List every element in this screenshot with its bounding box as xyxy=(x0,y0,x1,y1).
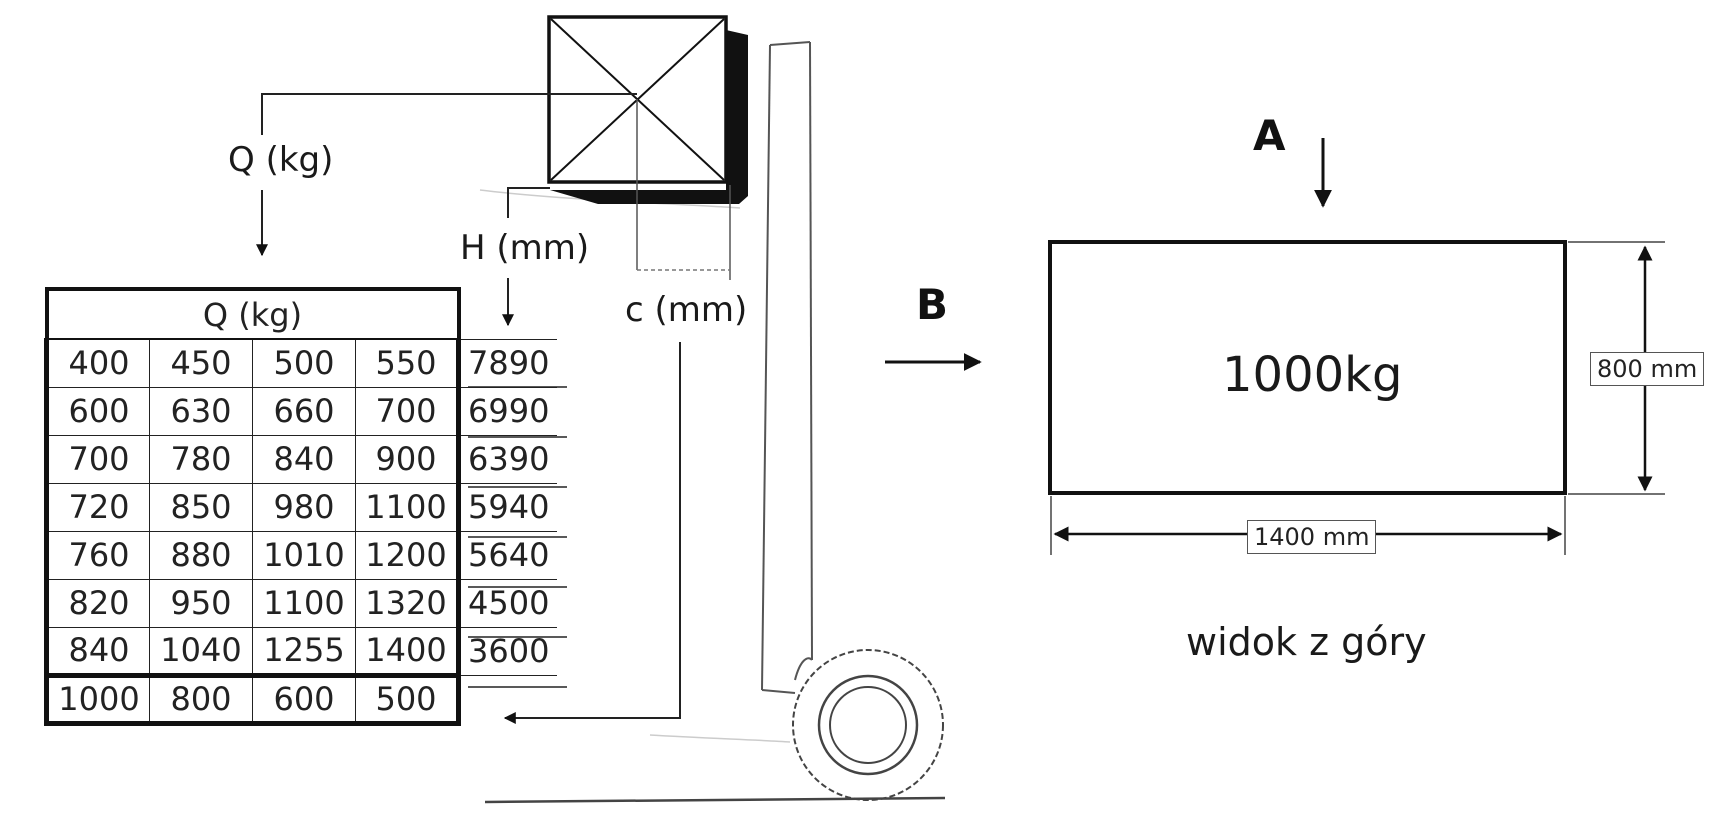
h-cell: 7890 xyxy=(458,338,557,388)
q-cell: 630 xyxy=(149,386,253,436)
q-cell: 450 xyxy=(149,338,253,388)
h-cell: 4500 xyxy=(458,578,557,628)
q-cell: 760 xyxy=(44,530,150,580)
q-cell: 720 xyxy=(44,482,150,532)
q-cell: 550 xyxy=(355,338,461,388)
q-cell: 1040 xyxy=(149,626,253,676)
c-leader xyxy=(503,342,681,724)
q-cell: 400 xyxy=(44,338,150,388)
q-cell: 820 xyxy=(44,578,150,628)
q-cell: 1100 xyxy=(355,482,461,532)
load-mass-label: 1000kg xyxy=(1222,347,1403,403)
c-dimension xyxy=(637,185,731,280)
h-cell: 6390 xyxy=(458,434,557,484)
view-b-label: B xyxy=(916,280,949,329)
q-cell: 1010 xyxy=(252,530,356,580)
h-label: H (mm) xyxy=(460,228,590,268)
load-box xyxy=(547,15,748,270)
q-cell: 850 xyxy=(149,482,253,532)
c-cell: 1000 xyxy=(44,672,150,726)
q-cell: 1200 xyxy=(355,530,461,580)
length-dimension-label: 1400 mm xyxy=(1247,520,1377,554)
q-cell: 660 xyxy=(252,386,356,436)
q-cell: 1320 xyxy=(355,578,461,628)
q-cell: 780 xyxy=(149,434,253,484)
q-leader xyxy=(256,93,637,257)
h-cell: 5940 xyxy=(458,482,557,532)
q-cell: 700 xyxy=(355,386,461,436)
forklift-mast xyxy=(761,41,813,694)
view-a-label: A xyxy=(1253,111,1286,160)
width-dimension-label: 800 mm xyxy=(1590,352,1705,386)
q-cell: 840 xyxy=(44,626,150,676)
h-cell: 3600 xyxy=(458,626,557,676)
ground-line xyxy=(484,796,946,804)
q-cell: 1400 xyxy=(355,626,461,676)
q-cell: 1255 xyxy=(252,626,356,676)
top-view-caption: widok z góry xyxy=(1186,620,1427,664)
table-header-row: Q (kg) xyxy=(44,287,557,340)
q-cell: 600 xyxy=(44,386,150,436)
c-label: c (mm) xyxy=(625,290,748,330)
q-cell: 500 xyxy=(252,338,356,388)
h-cell: 5640 xyxy=(458,530,557,580)
c-cell: 800 xyxy=(149,672,253,726)
h-leader xyxy=(502,187,550,327)
h-cell: 6990 xyxy=(458,386,557,436)
c-cell: 600 xyxy=(252,672,356,726)
q-label: Q (kg) xyxy=(228,140,334,180)
q-cell: 700 xyxy=(44,434,150,484)
q-cell: 900 xyxy=(355,434,461,484)
view-arrows xyxy=(885,138,1332,371)
q-cell: 840 xyxy=(252,434,356,484)
forklift-wheel xyxy=(792,649,944,801)
top-view-rectangle xyxy=(1048,240,1567,495)
q-cell: 980 xyxy=(252,482,356,532)
q-cell: 950 xyxy=(149,578,253,628)
table-header: Q (kg) xyxy=(44,287,461,340)
q-cell: 880 xyxy=(149,530,253,580)
c-cell: 500 xyxy=(355,672,461,726)
q-cell: 1100 xyxy=(252,578,356,628)
